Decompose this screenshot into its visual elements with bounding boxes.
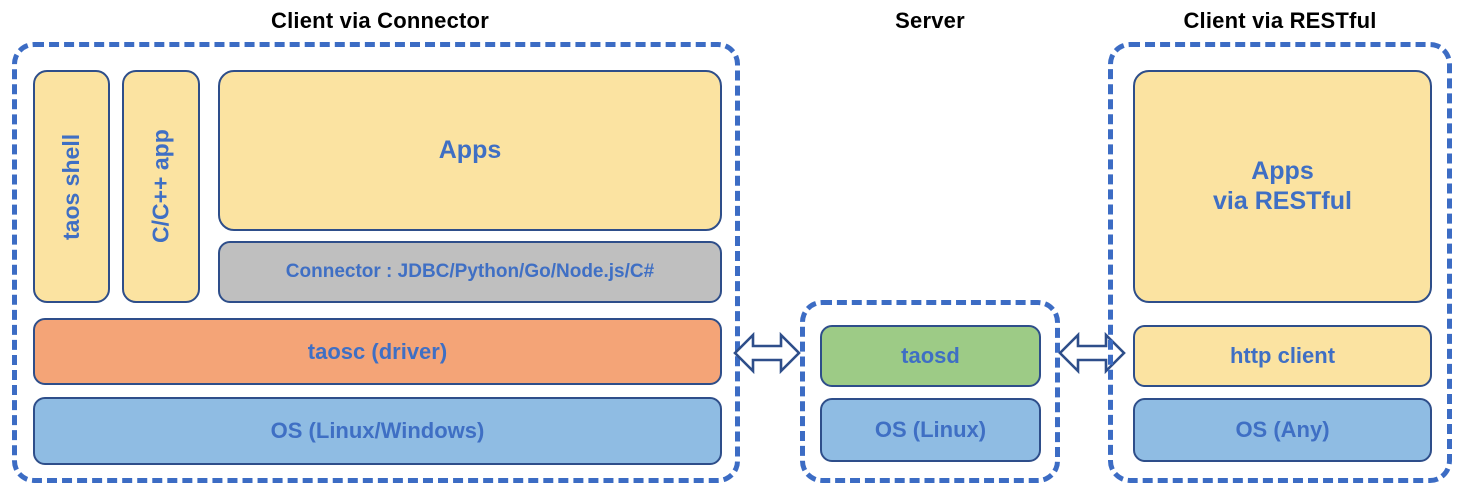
group-server: [800, 300, 1060, 483]
box-apps-via-restful[interactable]: Apps via RESTful: [1133, 70, 1432, 303]
group-client-connector: [12, 42, 740, 483]
box-http-client[interactable]: http client: [1133, 325, 1432, 387]
box-os-any[interactable]: OS (Any): [1133, 398, 1432, 462]
group-client-restful: [1108, 42, 1452, 483]
box-os-linux[interactable]: OS (Linux): [820, 398, 1041, 462]
box-apps-connector[interactable]: Apps: [218, 70, 722, 231]
box-taosd[interactable]: taosd: [820, 325, 1041, 387]
heading-client-restful: Client via RESTful: [1183, 8, 1377, 33]
double-headed-arrow-left: [733, 327, 801, 379]
box-os-linux-windows[interactable]: OS (Linux/Windows): [33, 397, 722, 465]
box-c-cpp-app[interactable]: C/C++ app: [122, 70, 200, 303]
box-taosc-driver[interactable]: taosc (driver): [33, 318, 722, 385]
heading-client-connector: Client via Connector: [271, 8, 489, 33]
box-connector[interactable]: Connector : JDBC/Python/Go/Node.js/C#: [218, 241, 722, 303]
box-taos-shell[interactable]: taos shell: [33, 70, 110, 303]
heading-server: Server: [895, 8, 965, 33]
